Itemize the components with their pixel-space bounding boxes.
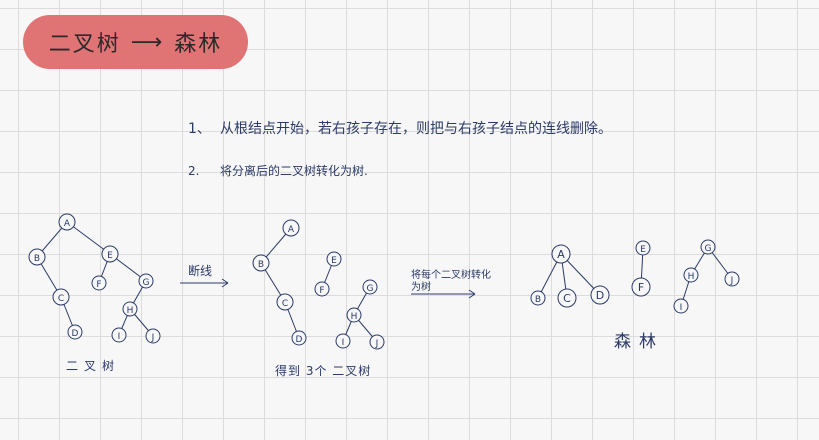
forest-node-F: F xyxy=(631,277,651,297)
three-trees-caption: 得到 3个 二叉树 xyxy=(275,364,372,378)
svg-text:I: I xyxy=(680,303,683,313)
bt-node-E: E xyxy=(101,245,119,263)
svg-text:F: F xyxy=(638,281,644,294)
svg-text:H: H xyxy=(351,312,358,322)
svg-text:J: J xyxy=(151,333,155,343)
step-1-text: 从根结点开始，若右孩子存在，则把与右孩子结点的连线删除。 xyxy=(220,121,612,137)
split-node-E: E xyxy=(326,251,342,267)
forest-node-A: A xyxy=(551,244,571,264)
svg-text:H: H xyxy=(688,272,695,282)
convert-arrow-label: 将每个二叉树转化 为树 xyxy=(411,270,491,294)
svg-text:H: H xyxy=(127,306,134,316)
bt-edge-AE xyxy=(66,221,111,255)
bt-node-B: B xyxy=(28,248,46,266)
binary-tree-caption: 二叉树 xyxy=(66,359,121,373)
svg-text:A: A xyxy=(64,219,71,229)
convert-arrow-head-top xyxy=(468,289,476,295)
svg-text:B: B xyxy=(535,295,541,305)
step-1: 1、从根结点开始，若右孩子存在，则把与右孩子结点的连线删除。 xyxy=(188,118,612,138)
bt-node-I: I xyxy=(111,327,127,343)
split-node-D: D xyxy=(291,330,307,346)
svg-text:I: I xyxy=(342,338,345,348)
forest-node-C: C xyxy=(557,288,577,308)
step-1-number: 1、 xyxy=(188,121,211,137)
forest-node-H: H xyxy=(683,267,699,283)
forest-node-D: D xyxy=(590,285,610,305)
title-left: 二叉树 xyxy=(48,32,121,57)
svg-text:C: C xyxy=(58,294,64,304)
step-2-text: 将分离后的二叉树转化为树. xyxy=(220,164,368,178)
svg-text:F: F xyxy=(96,280,101,290)
cut-arrow-head-bottom xyxy=(221,282,229,288)
svg-text:E: E xyxy=(107,251,113,261)
forest-caption: 森林 xyxy=(614,332,664,352)
step-2-number: 2. xyxy=(188,164,200,178)
forest-node-G: G xyxy=(700,239,716,255)
forest-node-B: B xyxy=(530,290,546,306)
forest-node-J: J xyxy=(724,271,740,287)
split-node-I: I xyxy=(335,333,351,349)
title-banner: 二叉树 ⟶ 森林 xyxy=(23,15,248,69)
cut-arrow-head-top xyxy=(221,278,229,284)
svg-text:G: G xyxy=(367,284,374,294)
svg-text:D: D xyxy=(296,335,303,345)
split-node-C: C xyxy=(276,293,294,311)
title-right: 森林 xyxy=(174,32,223,57)
bt-node-D: D xyxy=(67,324,83,340)
split-node-G: G xyxy=(362,279,378,295)
bt-node-C: C xyxy=(52,288,70,306)
bt-node-A: A xyxy=(58,213,76,231)
convert-arrow-head-bottom xyxy=(468,293,476,299)
split-node-A: A xyxy=(282,219,300,237)
svg-text:J: J xyxy=(375,339,379,349)
svg-text:C: C xyxy=(282,299,288,309)
split-node-F: F xyxy=(314,281,330,297)
bt-node-J: J xyxy=(145,328,161,344)
svg-text:C: C xyxy=(563,292,571,305)
forest-node-I: I xyxy=(673,298,689,314)
svg-text:B: B xyxy=(34,254,40,264)
split-node-H: H xyxy=(346,307,362,323)
svg-text:F: F xyxy=(319,286,324,296)
bt-node-H: H xyxy=(122,301,138,317)
convert-arrow-label-line2: 为树 xyxy=(411,282,431,293)
split-node-J: J xyxy=(369,334,385,350)
convert-arrow-label-line1: 将每个二叉树转化 xyxy=(411,270,491,281)
forest-node-E: E xyxy=(635,240,651,256)
svg-text:E: E xyxy=(640,245,646,255)
svg-text:I: I xyxy=(118,332,121,342)
title-arrow: ⟶ xyxy=(130,29,165,55)
split-node-B: B xyxy=(252,254,270,272)
cut-arrow-label: 断线 xyxy=(188,264,213,278)
svg-text:A: A xyxy=(557,248,565,261)
svg-text:G: G xyxy=(705,244,712,254)
bt-node-F: F xyxy=(91,275,107,291)
svg-text:J: J xyxy=(730,276,734,286)
svg-text:G: G xyxy=(143,278,150,288)
svg-text:D: D xyxy=(72,329,79,339)
bt-node-G: G xyxy=(138,273,154,289)
step-2: 2. 将分离后的二叉树转化为树. xyxy=(188,162,368,179)
svg-text:E: E xyxy=(331,256,337,266)
svg-text:A: A xyxy=(288,225,295,235)
svg-text:D: D xyxy=(596,289,604,302)
svg-text:B: B xyxy=(258,260,264,270)
